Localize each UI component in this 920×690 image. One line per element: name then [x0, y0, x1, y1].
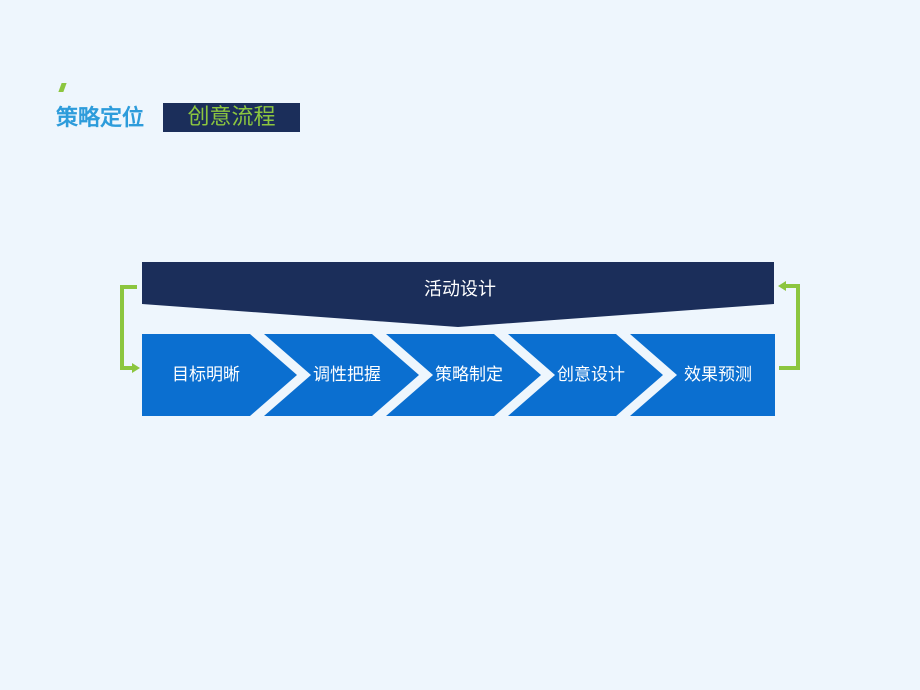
step-label-3: 策略制定 — [435, 365, 503, 385]
step-shape-4 — [508, 334, 663, 416]
step-label-4: 创意设计 — [557, 365, 625, 385]
banner-label: 活动设计 — [424, 279, 496, 300]
page-title: 策略定位 — [56, 106, 145, 131]
step-label-5: 效果预测 — [684, 365, 752, 385]
banner-shape — [142, 262, 774, 327]
right-loop-arrow — [778, 281, 800, 370]
left-loop-arrow — [120, 285, 140, 373]
step-shape-1 — [142, 334, 297, 416]
step-label-1: 目标明晰 — [172, 365, 240, 385]
subtitle-badge: 创意流程 — [163, 103, 300, 132]
step-shape-3 — [386, 334, 541, 416]
step-shape-2 — [264, 334, 419, 416]
step-shape-5 — [630, 334, 775, 416]
step-label-2: 调性把握 — [313, 365, 381, 385]
